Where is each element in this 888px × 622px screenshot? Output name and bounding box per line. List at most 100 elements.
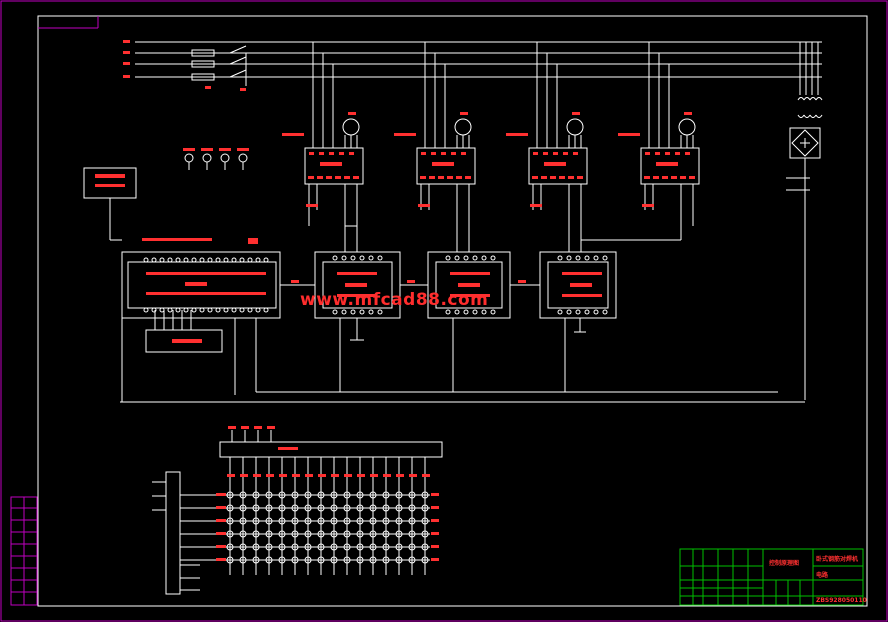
breaker-contact	[229, 45, 247, 54]
row-label-mark	[216, 532, 226, 535]
column-label-mark	[292, 474, 300, 477]
column-label-mark	[279, 474, 287, 477]
bus-phase-mark	[123, 62, 130, 65]
transformer-coil	[797, 97, 805, 101]
motor-label-mark	[348, 112, 356, 115]
plc-terminal	[167, 307, 173, 313]
module-terminal	[593, 255, 599, 261]
drive-pin-mark	[461, 152, 466, 155]
drive-pin-mark	[689, 176, 695, 179]
module-terminal	[445, 255, 451, 261]
module-inner	[547, 261, 609, 309]
drive-caption-mark	[618, 133, 640, 136]
plc-terminal	[263, 307, 269, 313]
module-label-mark	[562, 272, 602, 275]
module-terminal	[584, 255, 590, 261]
power-bus	[135, 41, 822, 78]
servo-motor	[342, 118, 360, 136]
drive-pin-mark	[541, 176, 547, 179]
plc-terminal	[191, 307, 197, 313]
drive-pin-mark	[563, 152, 568, 155]
plc-terminal	[207, 257, 213, 263]
module-name-mark	[345, 283, 367, 287]
drive-pin-mark	[421, 152, 426, 155]
drive-pin-mark	[553, 152, 558, 155]
link-label-mark	[407, 280, 415, 283]
module-terminal	[490, 309, 496, 315]
drive-pin-mark	[329, 152, 334, 155]
link-label-mark	[291, 280, 299, 283]
plc-terminal	[231, 307, 237, 313]
output-label-mark	[530, 204, 542, 207]
plc-terminal	[199, 257, 205, 263]
drive-pin-mark	[349, 152, 354, 155]
row-label-mark	[216, 519, 226, 522]
keypad-connector	[165, 471, 181, 595]
sheet-label: 电路	[816, 571, 829, 579]
drive-pin-mark	[429, 176, 435, 179]
button-label-mark	[219, 148, 231, 151]
output-label-mark	[418, 204, 430, 207]
servo-drive	[528, 147, 588, 185]
motor-label-mark	[572, 112, 580, 115]
drive-pin-mark	[644, 176, 650, 179]
project-name: 卧式钢筋对焊机	[816, 555, 858, 563]
module-terminal	[481, 255, 487, 261]
servo-drive	[304, 147, 364, 185]
drive-pin-mark	[671, 176, 677, 179]
drive-pin-mark	[447, 176, 453, 179]
push-button	[220, 153, 230, 163]
drive-pin-mark	[550, 176, 556, 179]
expansion-label-mark	[172, 339, 202, 343]
module-inner	[322, 261, 393, 309]
plc-terminal	[183, 307, 189, 313]
plc-terminal	[159, 257, 165, 263]
row-label-mark	[216, 506, 226, 509]
plc-terminal	[223, 257, 229, 263]
module-label-mark	[562, 294, 602, 297]
drive-pin-mark	[662, 176, 668, 179]
column-label-mark	[331, 474, 339, 477]
module-terminal	[445, 309, 451, 315]
lead-label-mark	[241, 426, 249, 429]
module-terminal	[377, 255, 383, 261]
row-label-mark	[431, 558, 439, 561]
module-label-mark	[337, 272, 377, 275]
motor-label-mark	[684, 112, 692, 115]
column-label-mark	[344, 474, 352, 477]
servo-drive	[640, 147, 700, 185]
output-label-mark	[642, 204, 654, 207]
column-label-mark	[370, 474, 378, 477]
drive-pin-mark	[309, 152, 314, 155]
transformer-coil	[809, 97, 817, 101]
module-terminal	[584, 309, 590, 315]
motor-label-mark	[460, 112, 468, 115]
drive-pin-mark	[326, 176, 332, 179]
drive-pin-mark	[339, 152, 344, 155]
drive-pin-mark	[344, 176, 350, 179]
encoder-label-mark	[95, 184, 125, 187]
drive-pin-mark	[685, 152, 690, 155]
plc-terminal	[151, 257, 157, 263]
bus-phase-mark	[123, 51, 130, 54]
transformer-coil	[815, 97, 823, 101]
row-label-mark	[216, 545, 226, 548]
plc-terminal	[151, 307, 157, 313]
module-label-mark	[450, 272, 490, 275]
drive-name-mark	[656, 162, 678, 166]
plc-top-label-mark	[142, 238, 212, 241]
bus-phase-mark	[123, 40, 130, 43]
module-terminal	[602, 255, 608, 261]
module-terminal	[566, 255, 572, 261]
module-terminal	[332, 255, 338, 261]
servo-motor	[454, 118, 472, 136]
encoder-label-mark	[95, 174, 125, 178]
plc-terminal	[143, 257, 149, 263]
plc-terminal	[191, 257, 197, 263]
column-label-mark	[253, 474, 261, 477]
keypad-title-mark	[278, 447, 298, 450]
row-label-mark	[431, 493, 439, 496]
module-terminal	[341, 255, 347, 261]
drive-pin-mark	[438, 176, 444, 179]
